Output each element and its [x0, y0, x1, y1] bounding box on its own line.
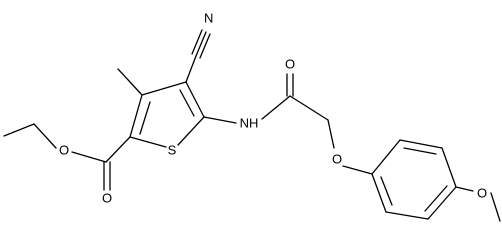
atom-nitrile-n: N	[204, 11, 213, 26]
atom-labels: N S NH O O O O O	[59, 11, 487, 206]
bond-c5-c4	[185, 81, 205, 118]
bond-s-c5	[177, 116, 205, 146]
bond-ch2-o	[327, 119, 335, 149]
atom-methoxy-o: O	[477, 186, 487, 201]
atom-amide-nh: NH	[240, 116, 259, 131]
bond-ar-4-5	[427, 186, 457, 220]
bond-cn-triple-2	[191, 29, 203, 55]
bond-c4-c2	[141, 81, 187, 96]
atom-ether-o: O	[332, 152, 342, 167]
bond-cn-triple-1	[195, 31, 207, 57]
bond-c5-c4-inner	[179, 89, 195, 117]
bond-ester-o	[71, 151, 107, 163]
atom-ester-carbonyl-o: O	[102, 191, 112, 206]
bond-ch2-ch3	[3, 123, 35, 137]
bond-ome-ch3	[490, 192, 501, 222]
bond-c4-cn	[185, 55, 197, 83]
bond-ar-1-2	[371, 139, 401, 175]
bond-co-ch2	[289, 95, 329, 121]
atom-ring-s: S	[168, 143, 177, 158]
bond-ar-2-3-inner	[403, 147, 437, 155]
bond-ar-5-6	[385, 211, 429, 220]
bond-ar-4-5-inner	[424, 185, 448, 212]
bonds	[3, 29, 501, 222]
bond-o-ch2	[33, 123, 57, 149]
bond-c3-s	[129, 136, 167, 148]
bond-methyl	[117, 68, 143, 96]
bond-ar-3-4	[441, 147, 457, 188]
bond-ar-6-1-inner	[380, 176, 393, 206]
bond-cn-triple-3	[199, 33, 211, 59]
bond-ar-ome	[455, 186, 474, 192]
bond-o-ar	[342, 165, 373, 175]
atom-ester-single-o: O	[59, 143, 69, 158]
bond-ar-6-1	[371, 173, 387, 213]
bond-c2-c3-inner	[139, 101, 151, 135]
atom-amide-o: O	[285, 57, 295, 72]
bond-c5-nh	[203, 116, 237, 124]
bond-ar-2-3	[399, 139, 443, 149]
bond-c2-c3	[129, 94, 143, 138]
bond-c2-ester	[105, 136, 131, 163]
bond-nh-co	[261, 95, 291, 120]
